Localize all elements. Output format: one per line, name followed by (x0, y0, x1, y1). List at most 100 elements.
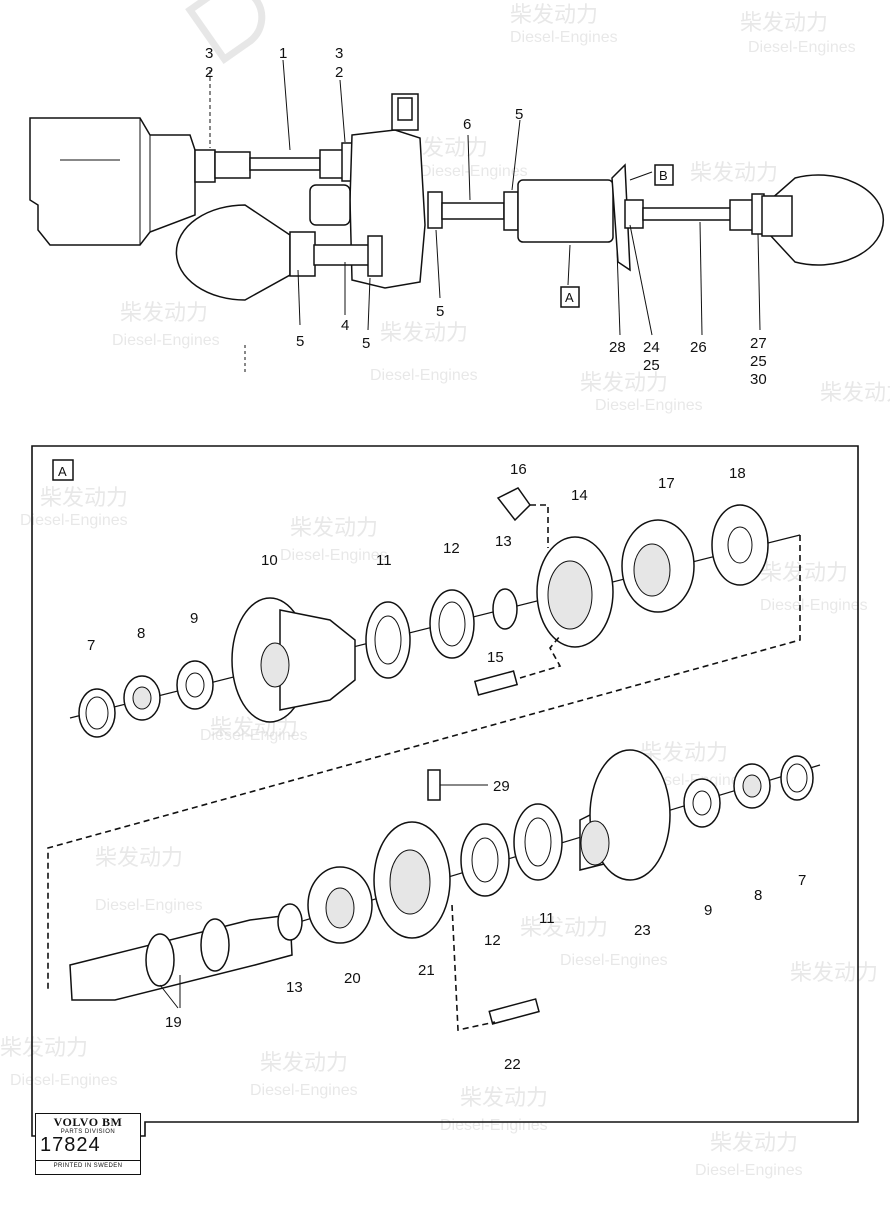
detail-callout-13-lower: 13 (286, 979, 303, 996)
detail-box-a-label: A (58, 464, 67, 479)
snap-ring-7-lower (780, 755, 814, 801)
leader-a (567, 244, 571, 286)
watermark-text-14: 柴发动力 (95, 845, 183, 870)
detail-callout-22: 22 (504, 1056, 521, 1073)
watermark-sub-10: Diesel-Engines (280, 547, 388, 564)
leader-5-c (435, 229, 441, 299)
output-housing (309, 184, 351, 226)
watermark-sub-14: Diesel-Engines (95, 897, 203, 914)
bolt-22 (488, 998, 540, 1025)
detail-frame (31, 445, 859, 1137)
callout-5: 5 (296, 333, 304, 350)
detail-callout-29: 29 (493, 778, 510, 795)
exploded-lower (69, 749, 821, 1031)
universal-joint-1 (214, 151, 251, 179)
watermark-text-7: 柴发动力 (580, 370, 668, 395)
watermark-text-11: 柴发动力 (760, 560, 848, 585)
watermark-sub-7: Diesel-Engines (595, 397, 703, 414)
watermark-sub-2: Diesel-Engines (748, 39, 856, 56)
rear-axle-housing (769, 174, 885, 266)
seal-11 (365, 601, 411, 679)
watermark-text-4: 柴发动力 (690, 160, 778, 185)
callout-24: 24 (643, 339, 660, 356)
grease-nipple-16 (496, 487, 531, 522)
detail-callout-16: 16 (510, 461, 527, 478)
ref-box-b-label: B (659, 168, 668, 183)
routing-line (47, 535, 801, 990)
logo-division: PARTS DIVISION (60, 1129, 116, 1135)
flange-shaft-6-right (503, 191, 519, 231)
detail-callout-12-lower: 12 (484, 932, 501, 949)
bearing-housing-a (517, 179, 614, 243)
flange-left-1 (194, 149, 216, 183)
callout-5: 5 (515, 106, 523, 123)
leader-28 (616, 249, 621, 336)
watermark-text-19: 柴发动力 (460, 1085, 548, 1110)
callout-3: 3 (205, 45, 213, 62)
detail-callout-8: 8 (137, 625, 145, 642)
seal-11-lower (513, 803, 563, 881)
detail-callout-7: 7 (87, 637, 95, 654)
flange-shaft-6-left (427, 191, 443, 229)
callout-4: 4 (341, 317, 349, 334)
ref-box-a (560, 286, 580, 308)
detail-callout-11: 11 (376, 552, 392, 569)
detail-callout-18: 18 (729, 465, 746, 482)
logo-divider (36, 1160, 140, 1161)
washer-9 (176, 660, 214, 710)
watermark-text-16: 柴发动力 (790, 960, 878, 985)
mounting-bracket (611, 163, 631, 272)
detail-callout-14: 14 (571, 487, 588, 504)
detail-callout-7-lower: 7 (798, 872, 806, 889)
watermark-sub-9: Diesel-Engines (20, 512, 128, 529)
flange-shaft-4 (367, 235, 383, 277)
watermark-text-13: 柴发动力 (640, 740, 728, 765)
detail-box-a (52, 459, 74, 481)
watermark-text-12: 柴发动力 (210, 715, 298, 740)
logo-brand: VOLVO BM (53, 1115, 123, 1129)
watermark-text-20: 柴发动力 (710, 1130, 798, 1155)
detail-callout-21: 21 (418, 962, 435, 979)
detail-callout-20: 20 (344, 970, 361, 987)
watermark-text-5: 柴发动力 (120, 300, 208, 325)
ref-box-b (654, 164, 674, 186)
callout-30: 30 (750, 371, 767, 388)
transfer-case-top-inner (397, 97, 413, 121)
watermark-text-8: 柴发动力 (820, 380, 890, 405)
watermark-text-1: 柴发动力 (510, 2, 598, 27)
logo-printed: PRINTED IN SWEDEN (53, 1163, 123, 1169)
callout-1: 1 (279, 45, 287, 62)
front-axle-housing (175, 204, 291, 301)
watermark-sub-11: Diesel-Engines (760, 597, 868, 614)
watermark-text-17: 柴发动力 (0, 1035, 88, 1060)
watermark-sub-13: Diesel-Engines (640, 772, 748, 789)
leader-27 (757, 233, 761, 331)
watermark-1 (185, 0, 266, 65)
washer-9-lower (683, 778, 721, 828)
leader-3-2-right (339, 79, 346, 143)
callout-5: 5 (362, 335, 370, 352)
leader-24 (629, 224, 653, 336)
detail-callout-17: 17 (658, 475, 675, 492)
propeller-shaft-26 (642, 207, 736, 221)
flange-shaft-26-left (624, 199, 644, 229)
callout-27: 27 (750, 335, 767, 352)
detail-callout-8-lower: 8 (754, 887, 762, 904)
leader-1 (282, 59, 291, 151)
callout-25: 25 (750, 353, 767, 370)
callout-2: 2 (335, 64, 343, 81)
callout-2: 2 (205, 64, 213, 81)
detail-callouts: 7 8 9 10 11 12 13 14 15 16 17 18 29 19 1… (87, 461, 806, 1073)
watermark-sub-6: Diesel-Engines (370, 367, 478, 384)
watermark-text-6: 柴发动力 (380, 320, 468, 345)
watermark-sub-19: Diesel-Engines (440, 1117, 548, 1134)
detail-callout-11-lower: 11 (539, 910, 555, 927)
snap-ring-7 (78, 688, 116, 738)
o-ring-13-lower (277, 903, 303, 941)
watermark-text-2: 柴发动力 (740, 10, 828, 35)
callout-25: 25 (643, 357, 660, 374)
leader-6 (467, 134, 471, 201)
detail-callout-13: 13 (495, 533, 512, 550)
seal-12 (429, 589, 475, 659)
